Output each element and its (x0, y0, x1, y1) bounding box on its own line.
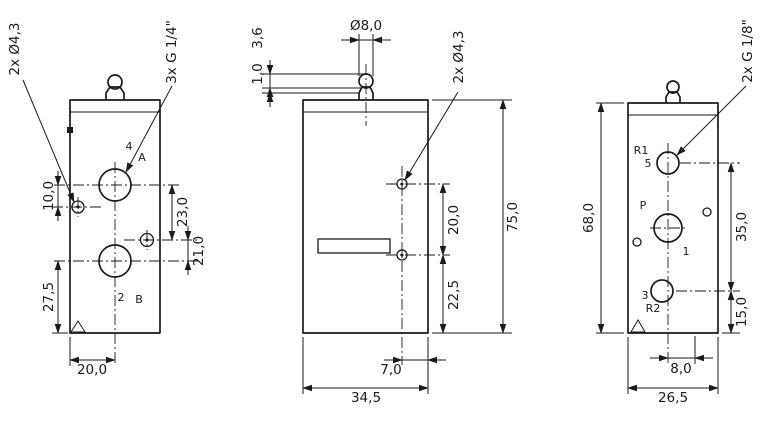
dim-15-0-label: 15,0 (734, 297, 750, 327)
callout-2x-d43-front: 2x Ø4,3 (7, 23, 75, 203)
dim-dia-8-0: Ø8,0 (341, 18, 391, 76)
dim-dia-8-0-label: Ø8,0 (350, 18, 382, 34)
plunger-stem (105, 86, 125, 100)
dim-75-0: 75,0 (432, 99, 521, 334)
dim-23-0: 23,0 (168, 184, 191, 241)
dim-15-0: 15,0 (722, 290, 750, 334)
port-label-b: B (135, 293, 143, 306)
callout-3x-g14: 3x G 1/4" (125, 20, 180, 173)
dim-7-0-label: 7,0 (380, 362, 401, 378)
plunger-tip (107, 74, 123, 90)
valve-body-front (67, 74, 161, 334)
plunger-tip-g18 (666, 80, 680, 94)
dim-22-5-label: 22,5 (446, 280, 462, 310)
dim-3-6-and-1-0: 3,6 1,0 (250, 27, 364, 107)
centerlines-g18 (650, 143, 740, 364)
callout-2x-g18-label: 2x G 1/8" (740, 19, 756, 83)
callout-2x-d43-side: 2x Ø4,3 (404, 31, 467, 181)
dim-34-5-label: 34,5 (351, 390, 381, 406)
dim-26-5-label: 26,5 (658, 390, 688, 406)
port-label-5: 5 (645, 157, 652, 170)
position-indicator-triangle (70, 320, 86, 333)
view-side: 3,6 1,0 Ø8,0 2x Ø4,3 20,0 22,5 75,0 (250, 18, 521, 406)
view-front-g14: 10,0 27,5 23,0 21,0 20,0 2x Ø4,3 3 (7, 20, 207, 378)
dim-27-5: 27,5 (41, 260, 68, 334)
dim-34-5: 34,5 (302, 337, 429, 406)
dim-68-0-label: 68,0 (581, 203, 597, 233)
dim-10-0: 10,0 (41, 171, 62, 221)
callout-3x-g14-label: 3x G 1/4" (164, 20, 180, 84)
view-front-g18: 68,0 35,0 15,0 8,0 26,5 2x G 1/8" (581, 19, 756, 406)
valve-body-side (302, 73, 429, 334)
dim-8-0: 8,0 (650, 336, 713, 377)
dim-20-0-front: 20,0 (69, 337, 116, 378)
dim-20-0-label: 20,0 (77, 362, 107, 378)
dim-3-6-label: 3,6 (250, 27, 266, 48)
callout-2x-d43-label: 2x Ø4,3 (7, 23, 23, 76)
position-indicator-triangle-g18 (630, 319, 646, 333)
dim-7-0: 7,0 (380, 337, 446, 394)
mounting-hole-right-g18 (702, 207, 712, 217)
port-label-3: 3 (642, 289, 649, 302)
dim-20-0-side-label: 20,0 (446, 205, 462, 235)
dim-68-0: 68,0 (581, 102, 624, 334)
label-slot (317, 238, 391, 254)
callout-2x-g18: 2x G 1/8" (676, 19, 756, 156)
port-label-4: 4 (126, 140, 133, 153)
centerlines-side (365, 64, 450, 365)
dim-35-0: 35,0 (727, 162, 750, 292)
dim-75-0-label: 75,0 (505, 202, 521, 232)
port-label-r1: R1 (634, 144, 649, 157)
dim-23-0-label: 23,0 (175, 197, 191, 227)
dim-8-0-label: 8,0 (670, 361, 691, 377)
dim-35-0-label: 35,0 (734, 212, 750, 242)
port-label-1: 1 (683, 245, 690, 258)
port-label-2: 2 (118, 291, 125, 304)
port-labels-front-g14: 4 A 2 B (118, 140, 147, 306)
dim-21-0: 21,0 (184, 226, 207, 275)
dim-21-0-label: 21,0 (191, 236, 207, 266)
dim-1-0-label: 1,0 (250, 63, 266, 84)
callout-2x-d43-side-label: 2x Ø4,3 (451, 31, 467, 84)
dim-26-5: 26,5 (627, 337, 719, 406)
dim-10-0-label: 10,0 (41, 181, 57, 211)
dim-27-5-label: 27,5 (41, 282, 57, 312)
plunger-stem-g18 (665, 91, 681, 103)
port-label-p: P (640, 199, 647, 212)
port-label-r2: R2 (646, 302, 661, 315)
mounting-hole-left-g18 (632, 237, 642, 247)
dim-20-0-side: 20,0 (439, 183, 462, 256)
port-label-a: A (138, 151, 146, 164)
port-3r2-circle (650, 279, 674, 303)
port-labels-g18: R1 5 P 1 3 R2 (634, 144, 690, 315)
dim-22-5: 22,5 (432, 254, 512, 334)
